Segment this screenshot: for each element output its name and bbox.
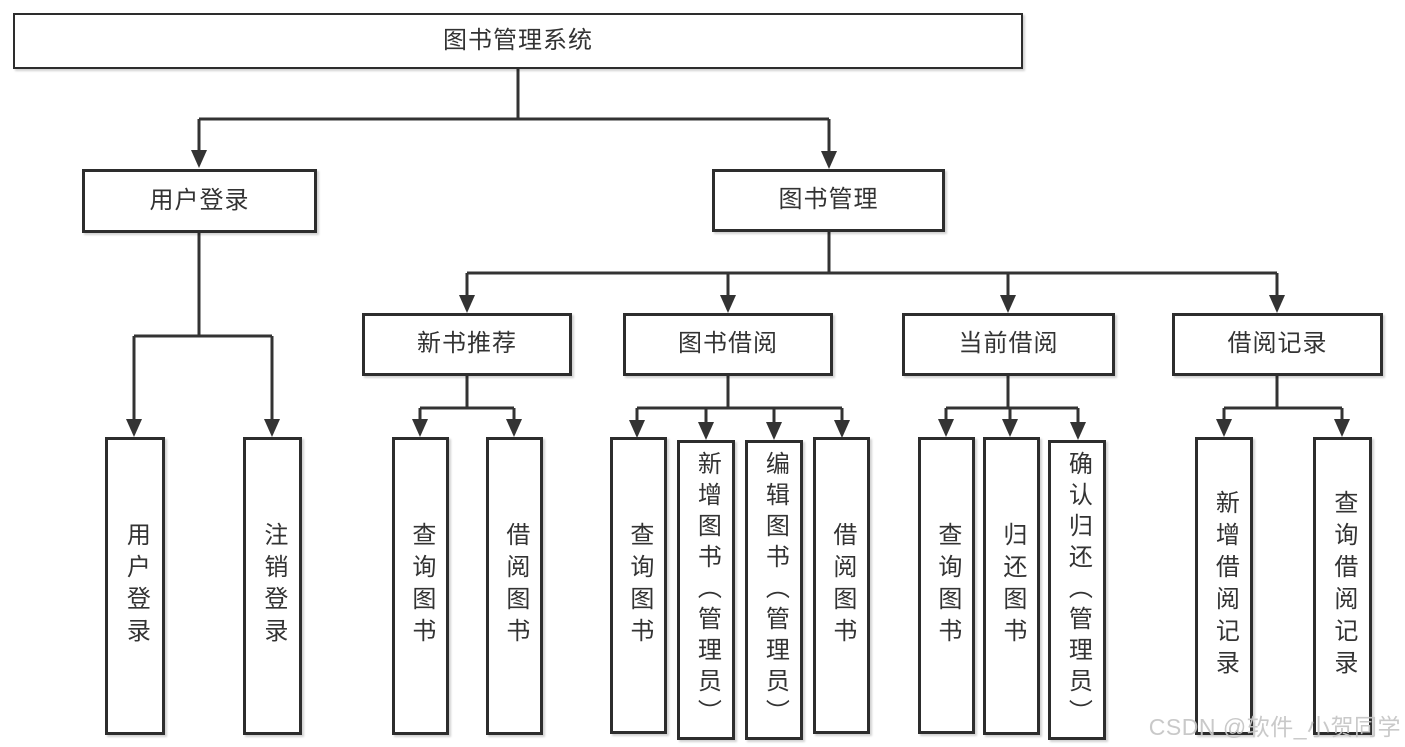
leaf-borrow-borrow-books: 借阅图书	[813, 437, 870, 734]
leaf-current-return-books: 归还图书	[983, 437, 1040, 735]
node-book-borrow: 图书借阅	[623, 313, 833, 376]
node-current-borrow: 当前借阅	[902, 313, 1115, 376]
node-user-login: 用户登录	[82, 169, 317, 233]
arrowheads	[126, 150, 1350, 440]
leaf-borrow-query-books: 查询图书	[610, 437, 667, 734]
leaf-borrow-edit-books-admin: 编辑图书（管理员）	[745, 440, 803, 740]
node-root-system: 图书管理系统	[13, 13, 1023, 69]
csdn-watermark: CSDN @软件_小贺同学	[1148, 714, 1401, 740]
leaf-user-login: 用户登录	[105, 437, 165, 735]
leaf-current-confirm-return-admin: 确认归还（管理员）	[1048, 440, 1106, 740]
node-book-management: 图书管理	[712, 169, 945, 232]
node-borrow-record: 借阅记录	[1172, 313, 1383, 376]
leaf-record-add-borrow-record: 新增借阅记录	[1195, 437, 1253, 735]
leaf-borrow-add-books-admin: 新增图书（管理员）	[677, 440, 735, 740]
leaf-newbook-query-books: 查询图书	[392, 437, 449, 735]
leaf-newbook-borrow-books: 借阅图书	[486, 437, 543, 735]
leaf-current-query-books: 查询图书	[918, 437, 975, 734]
leaf-logout-login: 注销登录	[243, 437, 302, 735]
leaf-record-query-borrow-record: 查询借阅记录	[1313, 437, 1372, 735]
node-new-book-recommend: 新书推荐	[362, 313, 572, 376]
